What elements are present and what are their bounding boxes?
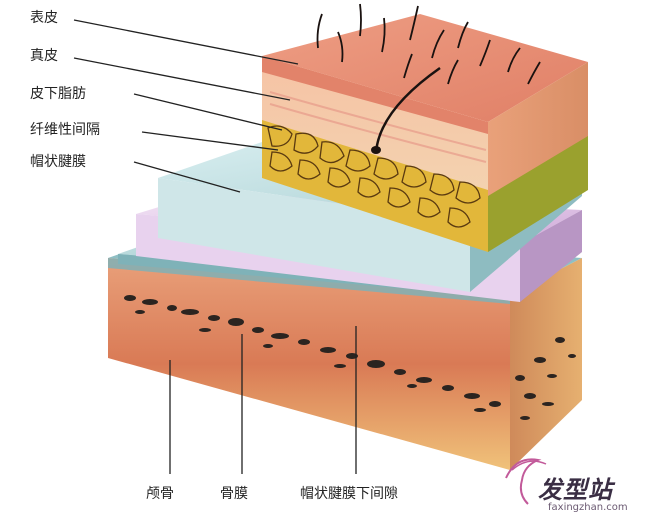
- diploe-pattern: [124, 295, 576, 420]
- label-periosteum: 骨膜: [220, 486, 248, 502]
- label-fibrous-septa: 纤维性间隔: [30, 122, 100, 138]
- label-subcutaneous-fat: 皮下脂肪: [30, 86, 86, 102]
- galea-front: [158, 178, 470, 292]
- dermis-front: [262, 56, 488, 196]
- leader-septa: [141, 131, 279, 151]
- leader-dermis: [73, 57, 291, 101]
- label-skull: 颅骨: [146, 486, 174, 502]
- watermark-logo-icon: [505, 458, 547, 505]
- scalp-hairs: [316, 3, 541, 85]
- fat-front: [262, 120, 488, 252]
- leader-epidermis: [73, 19, 299, 65]
- dermis-streaks: [269, 91, 487, 163]
- skull-front-face: [108, 258, 510, 470]
- label-dermis: 真皮: [30, 48, 58, 64]
- subgaleal-side: [520, 210, 582, 302]
- watermark-brand: 发型站: [538, 476, 613, 504]
- hair-follicle-icon: [374, 66, 441, 153]
- epidermis-top-face: [262, 14, 588, 122]
- leader-fat: [133, 93, 283, 131]
- leader-galea: [133, 161, 241, 193]
- watermark-url: faxingzhan.com: [548, 502, 628, 513]
- leader-lines: [73, 19, 357, 474]
- skin-block: [262, 14, 588, 252]
- label-galea: 帽状腱膜: [30, 154, 86, 170]
- label-subgaleal-space: 帽状腱膜下间隙: [300, 486, 398, 502]
- fat-lobules: [267, 125, 481, 228]
- hair-bulb: [371, 146, 381, 154]
- epidermis-band: [262, 56, 488, 134]
- fat-right-face: [488, 136, 588, 252]
- label-epidermis: 表皮: [30, 10, 58, 26]
